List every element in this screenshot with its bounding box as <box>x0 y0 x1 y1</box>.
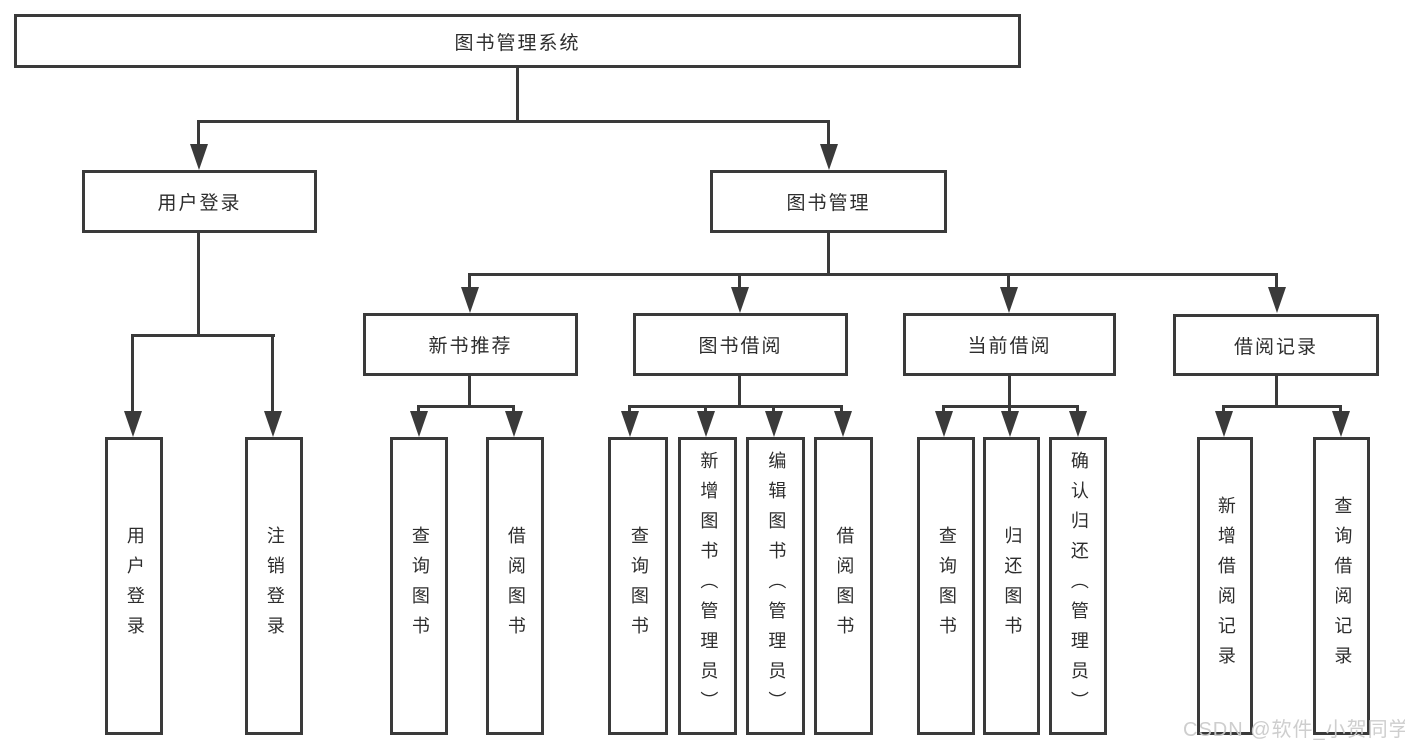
connector-line <box>131 334 134 414</box>
arrow-down-icon <box>1215 411 1233 437</box>
connector-line <box>197 120 830 123</box>
node-label: 编辑图书（管理员） <box>766 451 787 721</box>
node-label: 新增图书（管理员） <box>698 451 719 721</box>
arrow-down-icon <box>1268 287 1286 313</box>
arrow-down-icon <box>935 411 953 437</box>
connector-line <box>417 405 515 408</box>
arrow-down-icon <box>410 411 428 437</box>
node-label: 查询图书 <box>936 526 957 646</box>
leaf-logout: 注销登录 <box>245 437 303 735</box>
arrow-down-icon <box>264 411 282 437</box>
connector-line <box>738 376 741 407</box>
node-label: 新书推荐 <box>428 336 513 357</box>
connector-line <box>131 334 275 337</box>
arrow-down-icon <box>1001 411 1019 437</box>
leaf-add-book-admin: 新增图书（管理员） <box>678 437 737 735</box>
arrow-down-icon <box>834 411 852 437</box>
connector-line <box>197 233 200 336</box>
node-user-login: 用户登录 <box>82 170 317 233</box>
connector-line <box>1222 405 1342 408</box>
connector-line <box>468 273 471 295</box>
connector-line <box>1007 273 1010 295</box>
arrow-down-icon <box>765 411 783 437</box>
arrow-down-icon <box>621 411 639 437</box>
csdn-watermark: CSDN @软件_小贺同学 <box>1183 719 1405 741</box>
connector-line <box>827 120 830 160</box>
arrow-down-icon <box>820 144 838 170</box>
node-label: 注销登录 <box>264 526 285 646</box>
arrow-down-icon <box>505 411 523 437</box>
leaf-borrow-books-recommend: 借阅图书 <box>486 437 544 735</box>
arrow-down-icon <box>190 144 208 170</box>
connector-line <box>516 68 519 121</box>
node-label: 归还图书 <box>1002 526 1023 646</box>
node-label: 新增借阅记录 <box>1215 496 1236 676</box>
node-label: 查询图书 <box>409 526 430 646</box>
arrow-down-icon <box>731 287 749 313</box>
node-label: 查询借阅记录 <box>1332 496 1353 676</box>
connector-line <box>628 405 843 408</box>
node-label: 图书管理系统 <box>454 32 581 54</box>
node-label: 借阅记录 <box>1233 336 1318 358</box>
arrow-down-icon <box>1069 411 1087 437</box>
node-book-management-system: 图书管理系统 <box>14 14 1021 68</box>
leaf-confirm-return-admin: 确认归还（管理员） <box>1049 437 1107 735</box>
connector-line <box>468 376 471 407</box>
leaf-query-books-recommend: 查询图书 <box>390 437 448 735</box>
node-book-borrowing: 图书借阅 <box>633 313 848 376</box>
node-label: 图书管理 <box>786 193 871 214</box>
arrow-down-icon <box>697 411 715 437</box>
connector-line <box>1275 376 1278 407</box>
node-new-book-recommendation: 新书推荐 <box>363 313 578 376</box>
arrow-down-icon <box>1332 411 1350 437</box>
leaf-borrow-books: 借阅图书 <box>814 437 873 735</box>
node-label: 查询图书 <box>628 526 649 646</box>
arrow-down-icon <box>124 411 142 437</box>
node-current-borrowing: 当前借阅 <box>903 313 1116 376</box>
connector-line <box>1008 376 1011 407</box>
connector-line <box>197 120 200 160</box>
leaf-query-books-current: 查询图书 <box>917 437 975 735</box>
leaf-query-books-borrow: 查询图书 <box>608 437 668 735</box>
leaf-return-books: 归还图书 <box>983 437 1040 735</box>
node-label: 借阅图书 <box>505 526 526 646</box>
node-label: 图书借阅 <box>698 336 783 357</box>
arrow-down-icon <box>1000 287 1018 313</box>
connector-line <box>827 233 830 276</box>
connector-line <box>468 273 1278 276</box>
leaf-edit-book-admin: 编辑图书（管理员） <box>746 437 805 735</box>
node-borrowing-records: 借阅记录 <box>1173 314 1379 376</box>
node-label: 用户登录 <box>157 193 242 214</box>
arrow-down-icon <box>461 287 479 313</box>
leaf-query-borrow-record: 查询借阅记录 <box>1313 437 1370 735</box>
connector-line <box>1275 273 1278 295</box>
connector-line <box>738 273 741 295</box>
node-book-management: 图书管理 <box>710 170 947 233</box>
leaf-user-login: 用户登录 <box>105 437 163 735</box>
leaf-add-borrow-record: 新增借阅记录 <box>1197 437 1253 735</box>
node-label: 用户登录 <box>124 526 145 646</box>
connector-line <box>271 334 274 414</box>
node-label: 确认归还（管理员） <box>1068 451 1089 721</box>
node-label: 当前借阅 <box>967 336 1052 357</box>
node-label: 借阅图书 <box>834 526 855 646</box>
